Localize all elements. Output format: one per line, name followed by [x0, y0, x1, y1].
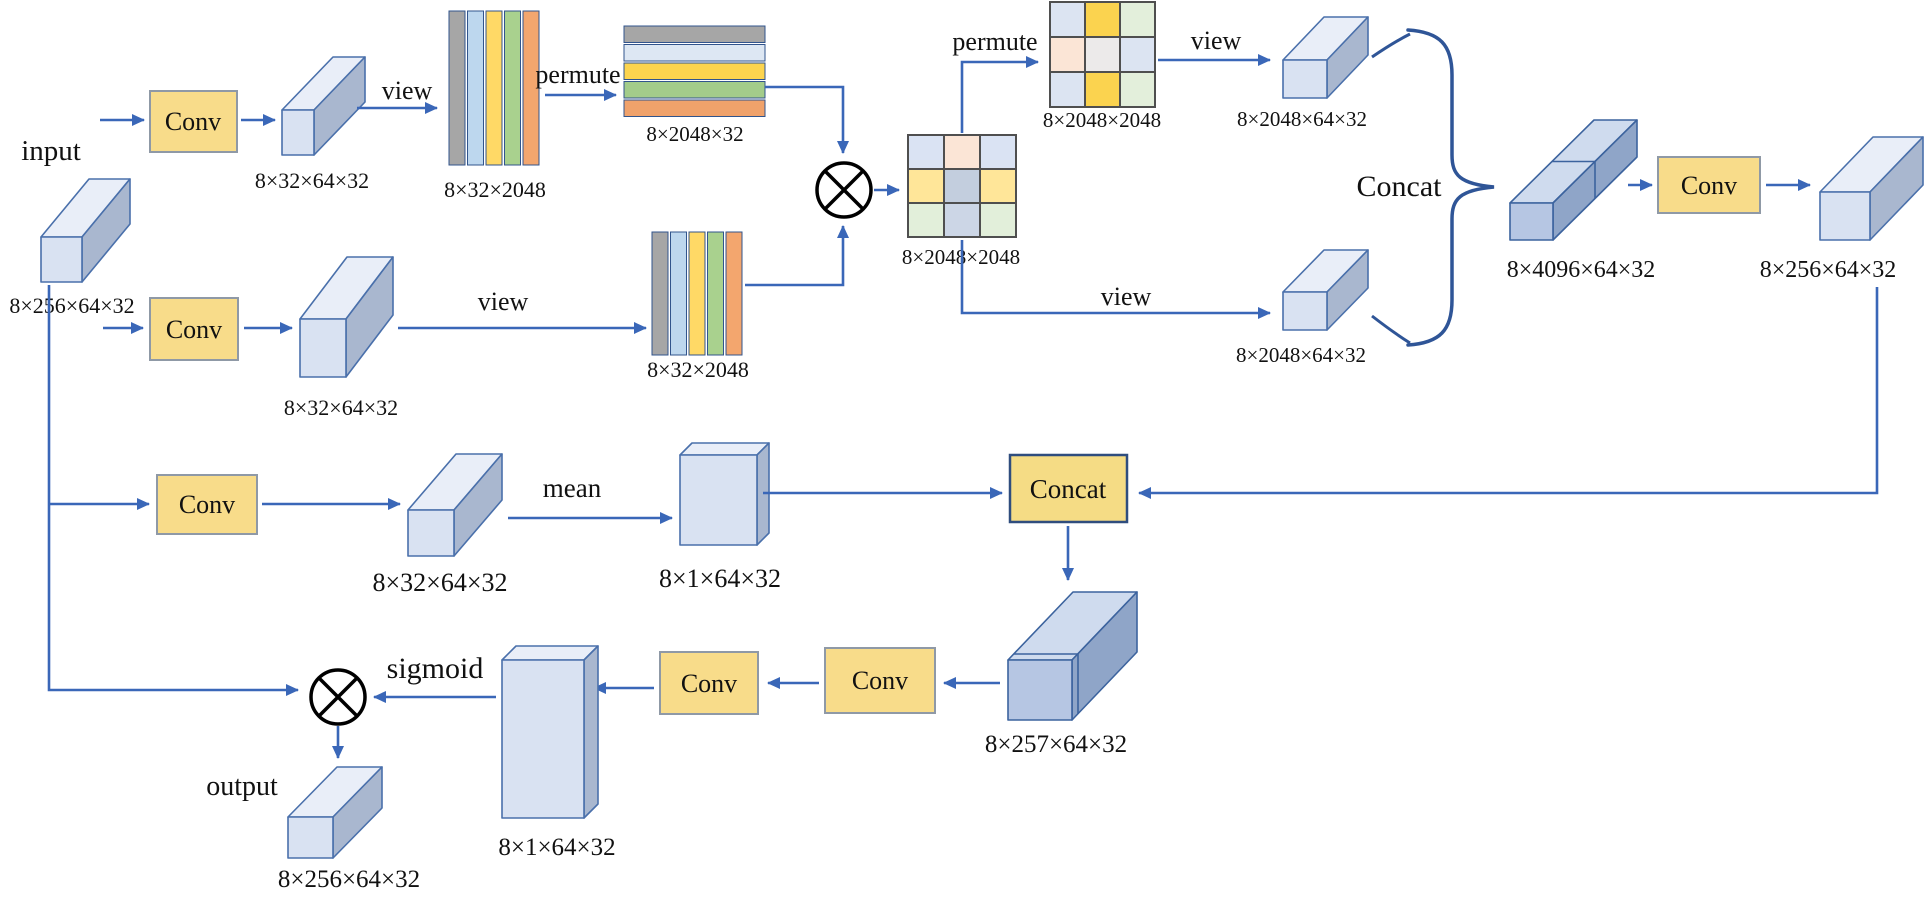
- attn-view1-dims: 8×2048×64×32: [1237, 107, 1367, 131]
- mean-tensor-cuboid: [679, 442, 770, 546]
- q-permute-dims: 8×2048×32: [646, 122, 743, 146]
- attn-view2-cuboid: [1282, 249, 1369, 331]
- brace-top-connector: [1371, 32, 1411, 59]
- concat-brace: [1406, 28, 1495, 347]
- view3-label: view: [1191, 26, 1242, 55]
- q-permute-stripes-block: [623, 25, 766, 117]
- arrow-kview-to-multiply: [745, 225, 849, 287]
- conv4-block: Conv: [659, 651, 759, 715]
- attn-permuted-dims: 8×2048×2048: [1043, 108, 1161, 132]
- output-label: output: [206, 771, 278, 802]
- conv2-label: Conv: [166, 315, 222, 344]
- conv-out-256-cuboid: [1819, 136, 1924, 241]
- q-view-stripes-block: [448, 10, 540, 166]
- conv2-block: Conv: [149, 297, 239, 361]
- arrow-out256-to-concat-box: [1138, 287, 1879, 499]
- sigmoid-tensor-cuboid: [501, 645, 599, 819]
- mean-label: mean: [543, 473, 602, 503]
- attn-view1-cuboid: [1282, 16, 1369, 99]
- concat-257-cuboid: [1007, 591, 1138, 721]
- k-view-stripes-block: [651, 231, 743, 356]
- permute2-label: permute: [952, 27, 1037, 56]
- attn-view2-dims: 8×2048×64×32: [1236, 343, 1366, 367]
- conv5-block: Conv: [824, 647, 936, 714]
- elementwise-multiply-operator-icon: [309, 668, 367, 726]
- view1-label: view: [382, 76, 433, 105]
- conv3-label: Conv: [179, 490, 235, 519]
- attn-permuted-grid: [1049, 1, 1156, 108]
- concat-4096-cuboid: [1509, 119, 1638, 241]
- permute1-label: permute: [535, 60, 620, 89]
- v-dims: 8×32×64×32: [373, 568, 508, 597]
- output-dims: 8×256×64×32: [278, 866, 420, 893]
- conv-out-256-dims: 8×256×64×32: [1760, 257, 1897, 283]
- arrow-qperm-to-multiply: [765, 85, 849, 154]
- k-view-dims: 8×32×2048: [647, 357, 749, 382]
- brace-bottom-connector: [1371, 314, 1411, 345]
- concat-257-dims: 8×257×64×32: [985, 731, 1127, 758]
- conv6-block: Conv: [1657, 156, 1761, 214]
- q-tensor-cuboid: [281, 56, 366, 156]
- q-dims: 8×32×64×32: [255, 168, 369, 193]
- arrow-permute2: [960, 56, 1039, 133]
- conv4-label: Conv: [681, 669, 737, 698]
- input-tensor-cuboid: [40, 178, 131, 283]
- view2-label: view: [478, 287, 529, 316]
- output-tensor-cuboid: [287, 766, 383, 859]
- sigmoid-label: sigmoid: [387, 652, 484, 685]
- concat-box: Concat: [1008, 453, 1129, 524]
- input-dims: 8×256×64×32: [9, 293, 134, 318]
- conv6-label: Conv: [1681, 171, 1737, 200]
- k-tensor-cuboid: [299, 256, 394, 378]
- conv1-label: Conv: [165, 107, 221, 136]
- sigmoid-tensor-dims: 8×1×64×32: [498, 834, 615, 861]
- input-label: input: [21, 135, 81, 167]
- conv3-block: Conv: [156, 474, 258, 535]
- arrow-input-trunk-to-multiply: [47, 285, 299, 696]
- concat-4096-dims: 8×4096×64×32: [1507, 257, 1656, 283]
- q-view-dims: 8×32×2048: [444, 177, 546, 202]
- attn-matrix-grid: [907, 134, 1017, 238]
- mean-dims: 8×1×64×32: [659, 564, 781, 593]
- arrow-view4: [960, 240, 1271, 319]
- matmul-operator-icon: [815, 161, 873, 219]
- view4-label: view: [1101, 282, 1152, 311]
- concat-box-label: Concat: [1030, 474, 1107, 504]
- conv5-label: Conv: [852, 666, 908, 695]
- v-tensor-cuboid: [407, 453, 503, 557]
- concat-brace-label: Concat: [1357, 170, 1443, 203]
- conv1-block: Conv: [149, 90, 238, 153]
- k-dims: 8×32×64×32: [284, 395, 398, 420]
